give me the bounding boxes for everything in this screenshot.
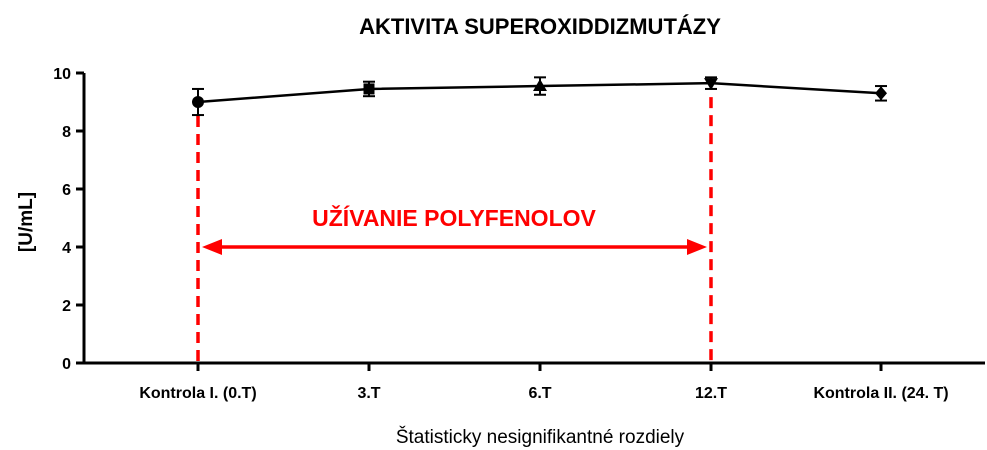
x-tick-label: Kontrola II. (24. T)	[813, 385, 948, 402]
annotation-arrow-left-head	[202, 239, 222, 255]
y-axis-label: [U/mL]	[16, 192, 37, 252]
y-tick-label: 2	[62, 298, 71, 315]
y-tick-label: 0	[62, 356, 71, 373]
y-tick-label: 10	[53, 66, 71, 83]
data-point	[192, 96, 204, 108]
x-tick-label: 12.T	[695, 385, 727, 402]
annotation-label: UŽÍVANIE POLYFENOLOV	[312, 204, 596, 231]
data-point	[363, 83, 375, 95]
data-point	[704, 78, 718, 91]
x-axis-label: Štatisticky nesignifikantné rozdiely	[396, 426, 685, 448]
y-tick-label: 6	[62, 182, 71, 199]
x-tick-label: 6.T	[528, 385, 551, 402]
data-point	[875, 86, 887, 101]
data-point	[533, 79, 547, 92]
annotation-arrow-right-head	[687, 239, 707, 255]
y-tick-label: 8	[62, 124, 71, 141]
x-tick-label: 3.T	[357, 385, 380, 402]
y-tick-label: 4	[62, 240, 71, 257]
x-tick-label: Kontrola I. (0.T)	[139, 385, 256, 402]
chart-title: AKTIVITA SUPEROXIDDIZMUTÁZY	[359, 14, 721, 39]
